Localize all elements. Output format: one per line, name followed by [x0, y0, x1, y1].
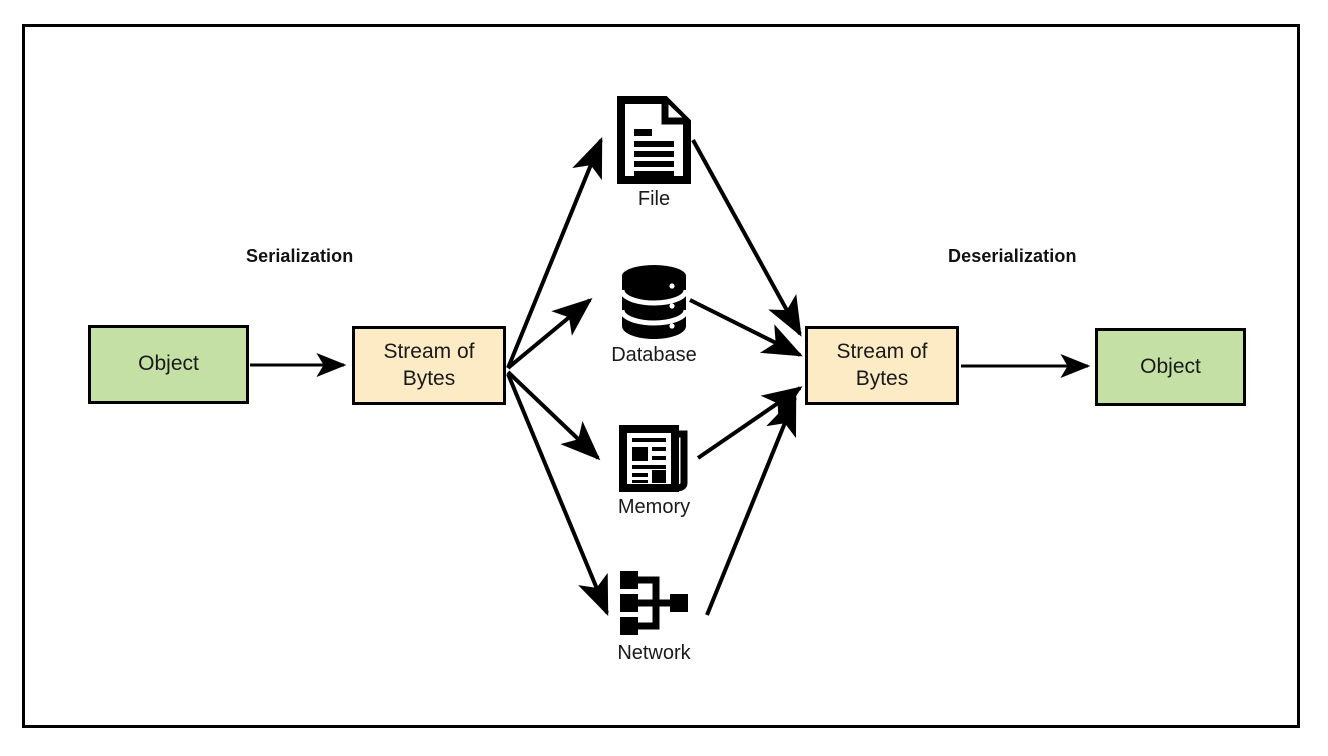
document-icon — [617, 96, 691, 184]
database-cylinder-icon — [618, 262, 690, 340]
node-network-label: Network — [617, 642, 691, 664]
node-database-label: Database — [611, 344, 697, 366]
stream-left-line1: Stream of — [383, 339, 475, 363]
stream-left-line2: Bytes — [402, 366, 456, 390]
stream-right-line2: Bytes — [855, 366, 909, 390]
node-file-label: File — [637, 188, 671, 210]
network-topology-icon — [616, 568, 692, 638]
object-box-left[interactable]: Object — [88, 325, 249, 404]
node-database[interactable]: Database — [574, 262, 734, 367]
stream-right-line1: Stream of — [836, 339, 928, 363]
newspaper-icon — [618, 424, 690, 492]
node-memory-label: Memory — [617, 496, 691, 518]
object-box-left-label: Object — [138, 352, 199, 376]
stream-of-bytes-box-right-label: Stream of Bytes — [836, 339, 927, 393]
node-memory[interactable]: Memory — [574, 424, 734, 519]
node-network[interactable]: Network — [574, 568, 734, 665]
stream-of-bytes-box-left[interactable]: Stream of Bytes — [352, 326, 506, 405]
object-box-right-label: Object — [1140, 354, 1201, 378]
object-box-right[interactable]: Object — [1095, 328, 1246, 406]
serialization-title: Serialization — [246, 246, 354, 266]
stream-of-bytes-box-right[interactable]: Stream of Bytes — [805, 326, 959, 405]
deserialization-title: Deserialization — [948, 246, 1077, 266]
node-file[interactable]: File — [574, 96, 734, 211]
stream-of-bytes-box-left-label: Stream of Bytes — [383, 339, 474, 393]
